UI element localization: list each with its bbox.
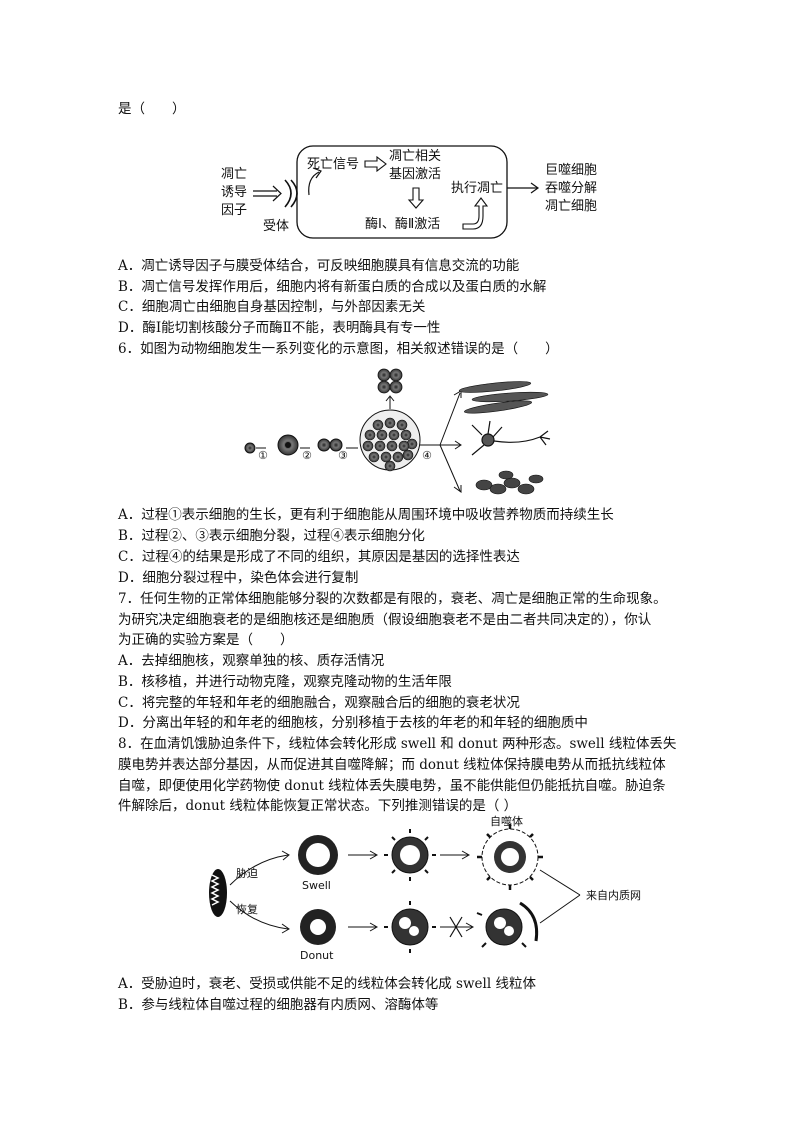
donut-mitochondrion-icon [300, 909, 336, 945]
donut-label: Donut [300, 949, 334, 962]
mitochondrion-icon [209, 869, 227, 917]
gene-active-label-2: 基因激活 [389, 167, 441, 182]
process-4-label: ④ [422, 449, 432, 462]
process-2-label: ② [302, 449, 312, 462]
muscle-cell-icon [458, 381, 549, 414]
q5-option-d: D．酶Ⅰ能切割核酸分子而酶Ⅱ不能，表明酶具有专一性 [118, 320, 441, 336]
macrophage-label-2: 吞噬分解 [545, 181, 597, 196]
macrophage-label-1: 巨噬细胞 [545, 163, 597, 178]
q6-option-b: B．过程②、③表示细胞分裂，过程④表示细胞分化 [118, 528, 425, 544]
macrophage-label-3: 凋亡细胞 [545, 199, 597, 214]
two-cell-icon [317, 438, 331, 452]
q5-stem-tail: 是（ ） [118, 101, 186, 117]
q5-option-b: B．凋亡信号发挥作用后，细胞内将有新蛋白质的合成以及蛋白质的水解 [118, 279, 547, 295]
q8-option-b: B．参与线粒体自噬过程的细胞器有内质网、溶酶体等 [118, 997, 439, 1013]
q5-option-a: A．凋亡诱导因子与膜受体结合，可反映细胞膜具有信息交流的功能 [118, 258, 520, 274]
neuron-icon [471, 420, 551, 456]
q6-option-a: A．过程①表示细胞的生长，更有利于细胞能从周围环境中吸收营养物质而持续生长 [118, 507, 614, 523]
death-signal-label: 死亡信号 [307, 157, 359, 172]
stress-label: 胁迫 [236, 866, 258, 880]
q6-option-d: D．细胞分裂过程中，染色体会进行复制 [118, 570, 359, 586]
double-arrow-icon [253, 185, 282, 202]
donut-autophagy-resist-icon [476, 901, 539, 948]
out-arrow-icon [507, 182, 540, 194]
blocked-cross-icon [449, 916, 463, 938]
up-arrow-icon [462, 197, 489, 230]
receptor-icon [284, 179, 298, 208]
small-cell-icon [244, 442, 256, 454]
cell-change-diagram: ① ② ③ ④ [244, 368, 551, 495]
gene-active-label-1: 凋亡相关 [389, 149, 441, 164]
q7-option-c: C．将完整的年轻和年老的细胞融合，观察融合后的细胞的衰老状况 [118, 695, 520, 711]
q8-stem-2: 膜电势并表达部分基因，从而促进其自噬降解；而 donut 线粒体保持膜电势从而抵… [118, 757, 666, 773]
enzyme-active-label: 酶Ⅰ、酶Ⅱ激活 [365, 216, 440, 232]
process-3-label: ③ [338, 449, 348, 462]
swell-label: Swell [302, 879, 331, 892]
q6-stem: 6．如图为动物细胞发生一系列变化的示意图，相关叙述错误的是（ ） [118, 341, 559, 357]
process-1-label: ① [258, 449, 268, 462]
q5-option-c: C．细胞凋亡由细胞自身基因控制，与外部因素无关 [118, 299, 426, 315]
swell-depolarized-icon [384, 829, 436, 881]
q8-stem-4: 件解除后，donut 线粒体能恢复正常状态。下列推测错误的是（ ） [118, 798, 518, 814]
q6-option-c: C．过程④的结果是形成了不同的组织，其原因是基因的选择性表达 [118, 549, 520, 565]
q8-option-a: A．受胁迫时，衰老、受损或供能不足的线粒体会转化成 swell 线粒体 [118, 976, 536, 992]
blood-cell-icon [475, 470, 544, 495]
q8-stem-3: 自噬，即便使用化学药物使 donut 线粒体丢失膜电势，虽不能供能但仍能抵抗自噬… [118, 778, 666, 794]
q7-option-b: B．核移植，并进行动物克隆，观察克隆动物的生活年限 [118, 674, 452, 690]
down-arrow-icon [407, 187, 425, 209]
q7-option-a: A．去掉细胞核，观察单独的核、质存活情况 [118, 653, 385, 669]
receptor-label: 受体 [263, 219, 289, 234]
cell-box [296, 145, 508, 239]
inducer-label-2: 诱导 [221, 185, 247, 200]
apoptosis-diagram: 凋亡 诱导 因子 受体 死亡信号 凋亡相关 基因激活 酶Ⅰ、酶Ⅱ激活 执行凋亡 … [221, 145, 597, 239]
swell-mitochondrion-icon [298, 835, 338, 875]
from-er-label: 来自内质网 [586, 888, 641, 902]
q7-stem-3: 为正确的实验方案是（ ） [118, 632, 294, 648]
execute-label: 执行凋亡 [451, 181, 503, 196]
autophagosome-icon [477, 824, 543, 890]
mitochondria-diagram: 胁迫 恢复 Swell 自噬体 Donut 来自内质网 [209, 815, 641, 962]
inducer-label-1: 凋亡 [221, 167, 247, 182]
donut-depolarized-icon [384, 901, 436, 953]
hollow-arrow-icon [364, 155, 387, 173]
curve-arrow-icon [308, 171, 320, 196]
cell-cluster-icon [359, 409, 421, 472]
inducer-label-3: 因子 [221, 203, 247, 218]
four-cell-icon [377, 368, 403, 394]
q7-stem-1: 7．任何生物的正常体细胞能够分裂的次数都是有限的，衰老、凋亡是细胞正常的生命现象… [118, 591, 667, 607]
q7-option-d: D．分离出年轻的和年老的细胞核，分别移植于去核的年老的和年轻的细胞质中 [118, 715, 588, 731]
q7-stem-2: 为研究决定细胞衰老的是细胞核还是细胞质（假设细胞衰老不是由二者共同决定的），你认 [118, 612, 652, 628]
q8-stem-1: 8．在血清饥饿胁迫条件下，线粒体会转化形成 swell 和 donut 两种形态… [118, 736, 677, 752]
recover-label: 恢复 [236, 902, 258, 916]
autophagosome-label: 自噬体 [490, 815, 523, 828]
